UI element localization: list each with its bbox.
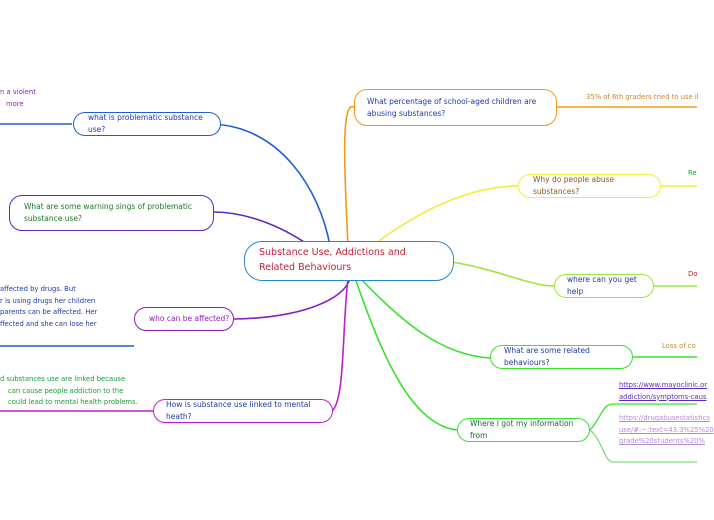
topic-why-abuse[interactable]: Why do people abuse substances?: [518, 174, 661, 198]
central-topic[interactable]: Substance Use, Addictions and Related Be…: [244, 241, 454, 281]
topic-mental-health-label: How is substance use linked to mental he…: [166, 400, 311, 421]
topic-warning-signs-label: What are some warning sings of problemat…: [24, 202, 193, 223]
topic-warning-signs[interactable]: What are some warning sings of problemat…: [9, 195, 214, 231]
central-topic-title: Substance Use, Addictions and Related Be…: [259, 247, 406, 273]
topic-who-affected-label: who can be affected?: [149, 314, 230, 324]
topic-get-help[interactable]: where can you get help: [554, 274, 654, 298]
topic-related-behaviours[interactable]: What are some related behaviours?: [490, 345, 633, 369]
topic-percentage-label: What percentage of school-aged children …: [367, 96, 537, 118]
note-related-behaviours: Loss of co: [662, 342, 696, 350]
topic-mental-health[interactable]: How is substance use linked to mental he…: [153, 399, 333, 423]
note-percentage: 35% of 6th graders tried to use il: [586, 93, 699, 101]
topic-problematic-use-label: what is problematic substance use?: [88, 113, 203, 134]
note-get-help: Do: [688, 270, 698, 278]
connector-lines: [0, 106, 697, 463]
note-who-affected: affected by drugs. But r is using drugs …: [0, 285, 98, 328]
topic-information-sources-label: Where I got my information from: [470, 419, 574, 440]
note-mental-health: d substances use are linked because can …: [0, 375, 138, 407]
topic-who-affected[interactable]: who can be affected?: [134, 307, 234, 331]
topic-why-abuse-label: Why do people abuse substances?: [533, 175, 615, 196]
note-problematic-use: n a violent more: [0, 88, 36, 108]
topic-related-behaviours-label: What are some related behaviours?: [504, 346, 590, 367]
note-why-abuse: Re: [688, 169, 697, 177]
source-link-drugabusestatistics[interactable]: https://drugabusestatistics use/#:~:text…: [619, 414, 714, 446]
source-link-mayoclinic[interactable]: https://www.mayoclinic.or addiction/symp…: [619, 381, 708, 401]
topic-get-help-label: where can you get help: [567, 275, 637, 296]
topic-percentage[interactable]: What percentage of school-aged children …: [354, 89, 557, 126]
topic-problematic-use[interactable]: what is problematic substance use?: [73, 112, 221, 136]
topic-information-sources[interactable]: Where I got my information from: [457, 418, 590, 442]
